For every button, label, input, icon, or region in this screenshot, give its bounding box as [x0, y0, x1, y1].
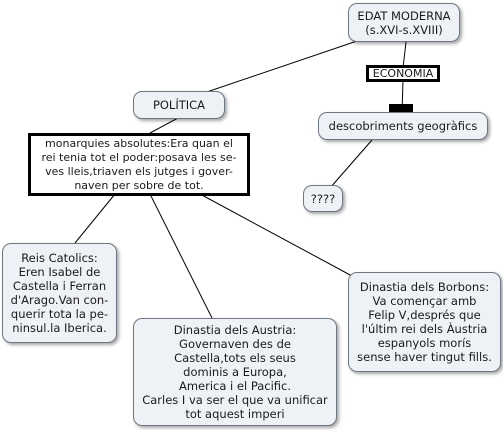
node-descobriments-geografics[interactable]: descobriments geogràfics	[318, 112, 488, 140]
node-dinastia-austria[interactable]: Dinastia dels Austria: Governaven des de…	[133, 318, 337, 426]
link-monarquies-reis	[74, 193, 116, 244]
link-edat-economia	[402, 41, 407, 69]
link-descobriments-unknown	[329, 139, 373, 189]
link-monarquies-austria	[149, 193, 213, 319]
link-edat-politica	[194, 39, 361, 97]
node-reis-catolics[interactable]: Reis Catolics: Eren Isabel de Castella i…	[2, 243, 117, 343]
node-unknown[interactable]: ????	[303, 185, 343, 212]
link-monarquies-borbons	[199, 193, 353, 277]
node-politica[interactable]: POLÍTICA	[133, 91, 225, 119]
node-monarquies-absolutes[interactable]: monarquies absolutes:Era quan el rei ten…	[28, 133, 250, 196]
node-edat-moderna[interactable]: EDAT MODERNA (s.XVI-s.XVIII)	[348, 3, 460, 42]
node-dinastia-borbons[interactable]: Dinastia dels Borbons: Va començar amb F…	[348, 272, 501, 372]
label-economia[interactable]: ECONOMIA	[366, 65, 440, 82]
link-politica-monarquies	[149, 117, 179, 134]
